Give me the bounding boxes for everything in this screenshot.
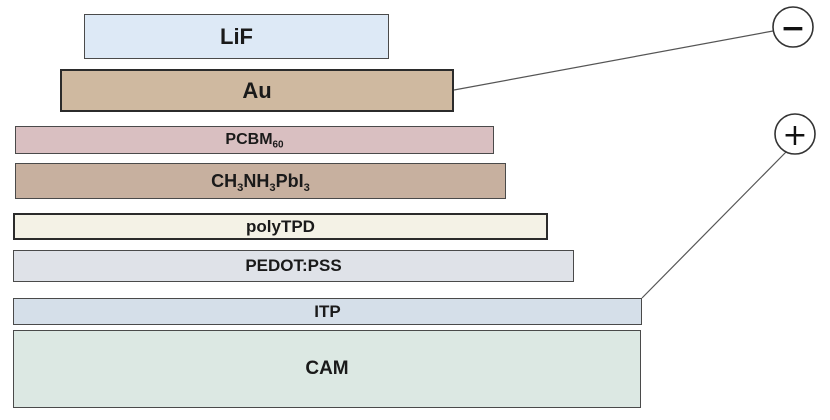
negative-terminal-sign: − bbox=[780, 11, 805, 46]
formula-part-2: NH bbox=[243, 170, 270, 191]
layer-pedot-pss: PEDOT:PSS bbox=[13, 250, 574, 282]
layer-au: Au bbox=[60, 69, 454, 112]
pcbm-base: PCBM bbox=[225, 131, 273, 148]
pcbm-subscript: 60 bbox=[272, 139, 284, 151]
negative-terminal-icon: − bbox=[772, 6, 814, 48]
formula-part-1: CH bbox=[211, 170, 238, 191]
positive-wire bbox=[641, 151, 787, 299]
formula-sub-2: 3 bbox=[269, 181, 276, 194]
layer-cam-label: CAM bbox=[305, 358, 349, 379]
layer-perovskite-label: CH3NH3PbI3 bbox=[211, 170, 310, 194]
layer-itp: ITP bbox=[13, 298, 642, 325]
formula-sub-1: 3 bbox=[237, 181, 244, 194]
layer-cam: CAM bbox=[13, 330, 641, 408]
layer-polytpd-label: polyTPD bbox=[246, 216, 315, 236]
layer-polytpd: polyTPD bbox=[13, 213, 548, 240]
layer-lif-label: LiF bbox=[220, 23, 253, 49]
formula-sub-3: 3 bbox=[303, 181, 310, 194]
positive-terminal-icon: + bbox=[774, 113, 816, 155]
layer-au-label: Au bbox=[242, 77, 272, 103]
positive-terminal-sign: + bbox=[782, 118, 807, 153]
layer-perovskite: CH3NH3PbI3 bbox=[15, 163, 506, 199]
layer-lif: LiF bbox=[84, 14, 389, 59]
layer-itp-label: ITP bbox=[314, 301, 341, 321]
layer-pcbm-label: PCBM60 bbox=[225, 131, 284, 151]
formula-part-3: PbI bbox=[275, 170, 304, 191]
layer-pcbm: PCBM60 bbox=[15, 126, 494, 154]
negative-wire bbox=[453, 30, 774, 91]
layer-pedot-pss-label: PEDOT:PSS bbox=[245, 256, 342, 275]
